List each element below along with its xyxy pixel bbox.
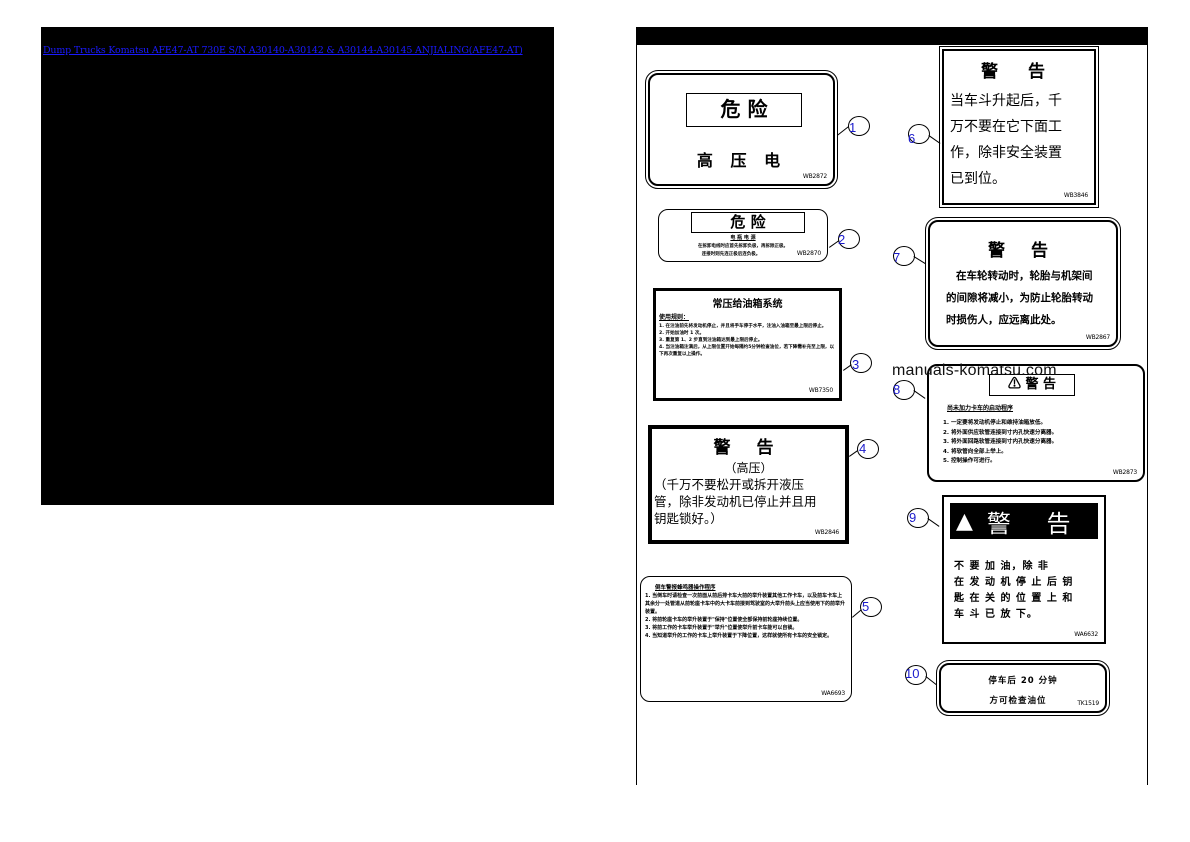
decal-9-line-3: 匙 在 关 的 位 置 上 和 [954,593,1074,604]
decal-7: 警 告 在车轮转动时，轮胎与机架间 的间隙将减小，为防止轮胎转动 时损伤人，应远… [925,217,1121,350]
callout-circle-10 [905,665,927,685]
decal-8-line-4: 4. 将软管向全部上举上。 [943,448,1007,455]
decal-5: 倒车警报蜂鸣器操作程序 1. 当倒车时请检查一次前面从前后排卡车大前的举升装置其… [640,576,852,702]
decal-3-header: 常压给油箱系统 [712,299,783,310]
callout-circle-4 [857,439,879,459]
decal-5-line-4: 4. 当知道举升的工作的卡车上举升装置于下降位置，这样就使所有卡车的安全锁定。 [645,633,833,639]
decal-9-line-2: 在 发 动 机 停 止 后 钥 [954,577,1074,588]
decal-3-line-3: 3. 重复第 1、2 步直到注油箱达到最上限后停止。 [659,338,763,343]
decal-4-line-3: 钥匙锁好。） [654,511,723,526]
decal-4-header: 警 告 [713,438,784,458]
callout-number-3: 3 [852,357,860,372]
decal-6: 警 告 当车斗升起后，千 万不要在它下面工 作，除非安全装置 已到位。 WB38… [939,46,1099,208]
decal-2-body-line-1: 在拆卸电线时应首先拆卸负极，再拆除正极。 [698,244,788,249]
decal-7-line-3: 时损伤人，应远离此处。 [946,314,1062,326]
callout-number-7: 7 [893,250,901,265]
decal-3: 常压给油箱系统 使用规则： 1. 在注油前先将发动机停止，并且将手车停于水平，注… [653,288,842,401]
decal-5-code: WA6693 [821,690,845,697]
decal-9: ▲ 警 告 不 要 加 油，除 非 在 发 动 机 停 止 后 钥 匙 在 关 … [942,495,1106,644]
decal-6-body: 当车斗升起后，千 万不要在它下面工 作，除非安全装置 已到位。 [944,88,1094,192]
decal-1-code: WB2872 [802,173,827,180]
decal-4-line-1: （千万不要松开或拆开液压 [654,477,805,492]
decal-3-code: WB7350 [808,387,833,394]
callout-number-8: 8 [893,382,901,397]
decal-3-subtitle: 使用规则： [659,314,690,321]
decal-1-body: 高 压 电 [696,151,787,170]
decal-3-line-4: 4. 当注油箱注满后，从上限位置开始每隔约5分钟检查油位，若下降需补充至上限，以… [659,345,835,357]
decal-7-header: 警 告 [988,241,1058,261]
callout-circle-5 [860,597,882,617]
decal-10-line-1: 停车后 20 分钟 [988,676,1058,686]
decal-9-header-bar: ▲ 警 告 [950,503,1098,539]
left-panel: Dump Trucks Komatsu AFE47-AT 730E S/N A3… [41,27,554,505]
page-header-bar [637,27,1147,45]
decal-9-code: WA6632 [1074,631,1098,638]
decal-4-body: （千万不要松开或拆开液压 管，除非发动机已停止并且用 钥匙锁好。） [652,476,845,527]
warning-triangle-icon: ⚠ [1007,377,1021,392]
callout-number-4: 4 [859,441,867,456]
decal-8-line-1: 1. 一定要将发动机停止和维持油箱放低。 [943,420,1047,426]
decal-2: 危 险 电 瓶 电 源 在拆卸电线时应首先拆卸负极，再拆除正极。 连接时则先连正… [658,209,828,262]
decal-6-line-2: 万不要在它下面工 [950,119,1062,135]
decal-6-line-4: 已到位。 [950,171,1006,187]
decal-5-header: 倒车警报蜂鸣器操作程序 [655,585,716,591]
decal-5-line-3: 3. 将前工作的卡车举升装置于"举升"位置使举升前卡车能可以自锁。 [645,625,798,631]
decal-2-subtitle: 电 瓶 电 源 [730,235,756,241]
callout-circle-2 [838,229,860,249]
decal-6-line-1: 当车斗升起后，千 [950,93,1062,109]
decal-9-line-1: 不 要 加 油，除 非 [954,561,1049,572]
decal-8-line-5: 5. 控制操作可进行。 [943,458,996,464]
decal-8: ⚠ 警 告 尚未加力卡车的启动程序 1. 一定要将发动机停止和维持油箱放低。 2… [927,364,1145,482]
decal-9-header: 警 告 [986,509,1085,538]
callout-circle-6 [908,124,930,144]
decal-3-body: 1. 在注油前先将发动机停止，并且将手车停于水平，注油入油箱至最上限后停止。 2… [656,321,839,360]
document-title-link[interactable]: Dump Trucks Komatsu AFE47-AT 730E S/N A3… [43,45,523,56]
decal-9-body: 不 要 加 油，除 非 在 发 动 机 停 止 后 钥 匙 在 关 的 位 置 … [954,559,1073,623]
decal-2-code: WB2870 [796,250,821,257]
decal-6-header: 警 告 [981,62,1057,82]
callout-number-2: 2 [838,232,846,247]
decal-7-line-2: 的间隙将减小，为防止轮胎转动 [946,292,1093,304]
decal-3-line-2: 2. 开始加油时 1 次。 [659,331,705,336]
decal-4-line-2: 管，除非发动机已停止并且用 [654,494,817,509]
watermark: manuals-komatsu.com [892,362,1057,379]
decal-5-line-2: 2. 将前轮座卡车的举升装置于"保持"位置使全部保持前轮座持续位置。 [645,617,803,623]
decal-8-header: 警 告 [1025,377,1057,392]
decal-10: 停车后 20 分钟 方可检查油位 TK1519 [936,660,1110,716]
decal-6-line-3: 作，除非安全装置 [950,145,1062,161]
decal-7-line-1: 在车轮转动时，轮胎与机架间 [956,270,1093,282]
decal-1-header: 危 险 [686,93,802,127]
decal-10-code: TK1519 [1077,700,1099,707]
decal-8-body: 1. 一定要将发动机停止和维持油箱放低。 2. 将外面供应软管连接到寸内孔快速分… [943,419,1057,467]
warning-triangle-icon: ▲ [956,508,973,534]
decal-8-line-3: 3. 将外面回路软管连接到寸内孔快速分离器。 [943,439,1058,445]
callout-number-9: 9 [909,510,917,525]
decal-2-header: 危 险 [691,212,805,233]
callout-number-1: 1 [849,120,857,135]
decal-2-body-line-2: 连接时则先连正极后连负极。 [701,252,761,257]
decal-6-code: WB3846 [1063,192,1088,199]
decal-7-code: WB2867 [1085,334,1110,341]
decal-10-line-2: 方可检查油位 [989,696,1047,706]
callout-number-10: 10 [905,666,920,681]
decal-4-code: WB2846 [814,529,839,536]
decal-4-subtitle: （高压） [724,461,773,475]
decal-7-body: 在车轮转动时，轮胎与机架间 的间隙将减小，为防止轮胎转动 时损伤人，应远离此处。 [930,265,1116,331]
decal-9-line-4: 车 斗 已 放 下。 [954,609,1038,620]
callout-number-5: 5 [862,599,870,614]
decal-8-subtitle: 尚未加力卡车的启动程序 [947,405,1014,412]
decal-5-body: 1. 当倒车时请检查一次前面从前后排卡车大前的举升装置其他工作卡车，以及前车卡车… [641,591,851,641]
decal-3-line-1: 1. 在注油前先将发动机停止，并且将手车停于水平，注油入油箱至最上限后停止。 [659,324,827,329]
decal-1: 危 险 高 压 电 WB2872 [645,70,838,189]
decal-8-header-box: ⚠ 警 告 [989,374,1075,396]
decal-8-code: WB2873 [1112,469,1137,476]
decal-5-line-1: 1. 当倒车时请检查一次前面从前后排卡车大前的举升装置其他工作卡车，以及前车卡车… [645,593,846,615]
callout-circle-1 [848,116,870,136]
decal-4: 警 告 （高压） （千万不要松开或拆开液压 管，除非发动机已停止并且用 钥匙锁好… [648,425,849,544]
callout-number-6: 6 [908,131,916,146]
decal-8-line-2: 2. 将外面供应软管连接到寸内孔快速分离器。 [943,429,1058,436]
callout-circle-3 [850,353,872,373]
